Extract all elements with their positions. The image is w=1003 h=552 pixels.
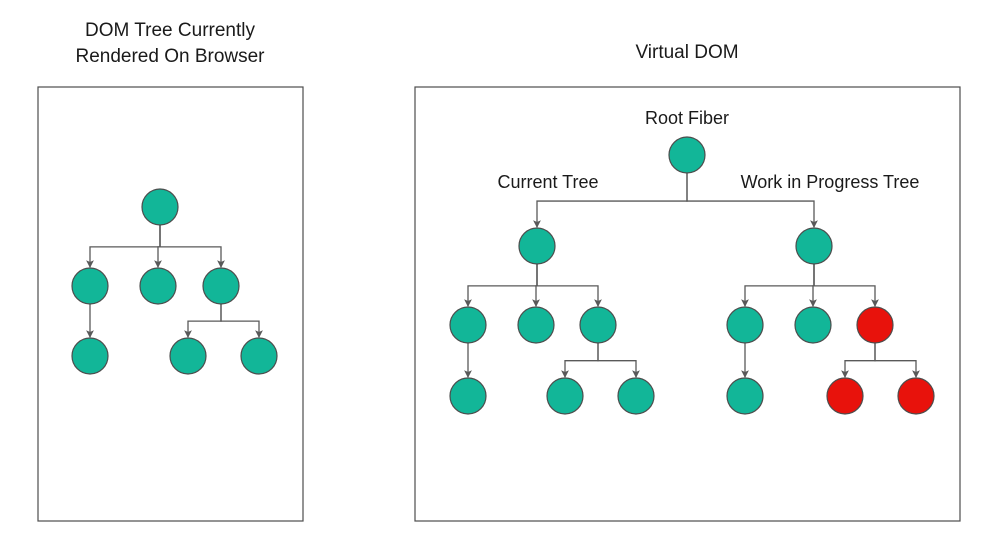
left-panel-title-line-1: DOM Tree Currently xyxy=(85,20,255,41)
tree-node-WIP-c1[interactable] xyxy=(826,377,864,415)
tree-node-L-b[interactable] xyxy=(139,267,177,305)
root-fiber-label: Root Fiber xyxy=(645,108,729,128)
tree-node-WIP-a[interactable] xyxy=(726,306,764,344)
tree-node-L-c[interactable] xyxy=(202,267,240,305)
tree-node-L-a1[interactable] xyxy=(71,337,109,375)
left-panel-title-line-2: Rendered On Browser xyxy=(75,46,265,67)
tree-node-L-c1[interactable] xyxy=(169,337,207,375)
panel-left-panel xyxy=(37,86,304,522)
nodes-layer xyxy=(71,136,935,415)
tree-node-R-root[interactable] xyxy=(668,136,706,174)
tree-node-CT-c1[interactable] xyxy=(546,377,584,415)
tree-node-WIP-root[interactable] xyxy=(795,227,833,265)
right-panel-title-line-1: Virtual DOM xyxy=(635,42,738,63)
wip-tree-label: Work in Progress Tree xyxy=(741,172,920,192)
tree-node-WIP-c[interactable] xyxy=(856,306,894,344)
tree-node-WIP-b[interactable] xyxy=(794,306,832,344)
edge-CT-root-to-CT-c xyxy=(536,264,602,308)
edge-CT-c-to-CT-c2 xyxy=(597,343,640,379)
tree-node-CT-a[interactable] xyxy=(449,306,487,344)
tree-node-CT-c2[interactable] xyxy=(617,377,655,415)
tree-node-CT-b[interactable] xyxy=(517,306,555,344)
tree-node-L-c2[interactable] xyxy=(240,337,278,375)
panels-layer xyxy=(37,86,961,522)
tree-node-L-a[interactable] xyxy=(71,267,109,305)
tree-node-CT-root[interactable] xyxy=(518,227,556,265)
tree-node-L-root[interactable] xyxy=(141,188,179,226)
edge-L-c-to-L-c2 xyxy=(220,304,263,339)
edge-R-root-to-WIP-root xyxy=(686,173,818,229)
tree-node-WIP-c2[interactable] xyxy=(897,377,935,415)
edges-layer xyxy=(86,173,920,379)
tree-node-WIP-a1[interactable] xyxy=(726,377,764,415)
edge-WIP-c-to-WIP-c2 xyxy=(874,343,920,379)
tree-node-CT-c[interactable] xyxy=(579,306,617,344)
tree-node-CT-a1[interactable] xyxy=(449,377,487,415)
edge-WIP-root-to-WIP-c xyxy=(813,264,879,308)
current-tree-label: Current Tree xyxy=(497,172,598,192)
edge-L-root-to-L-c xyxy=(159,225,225,269)
